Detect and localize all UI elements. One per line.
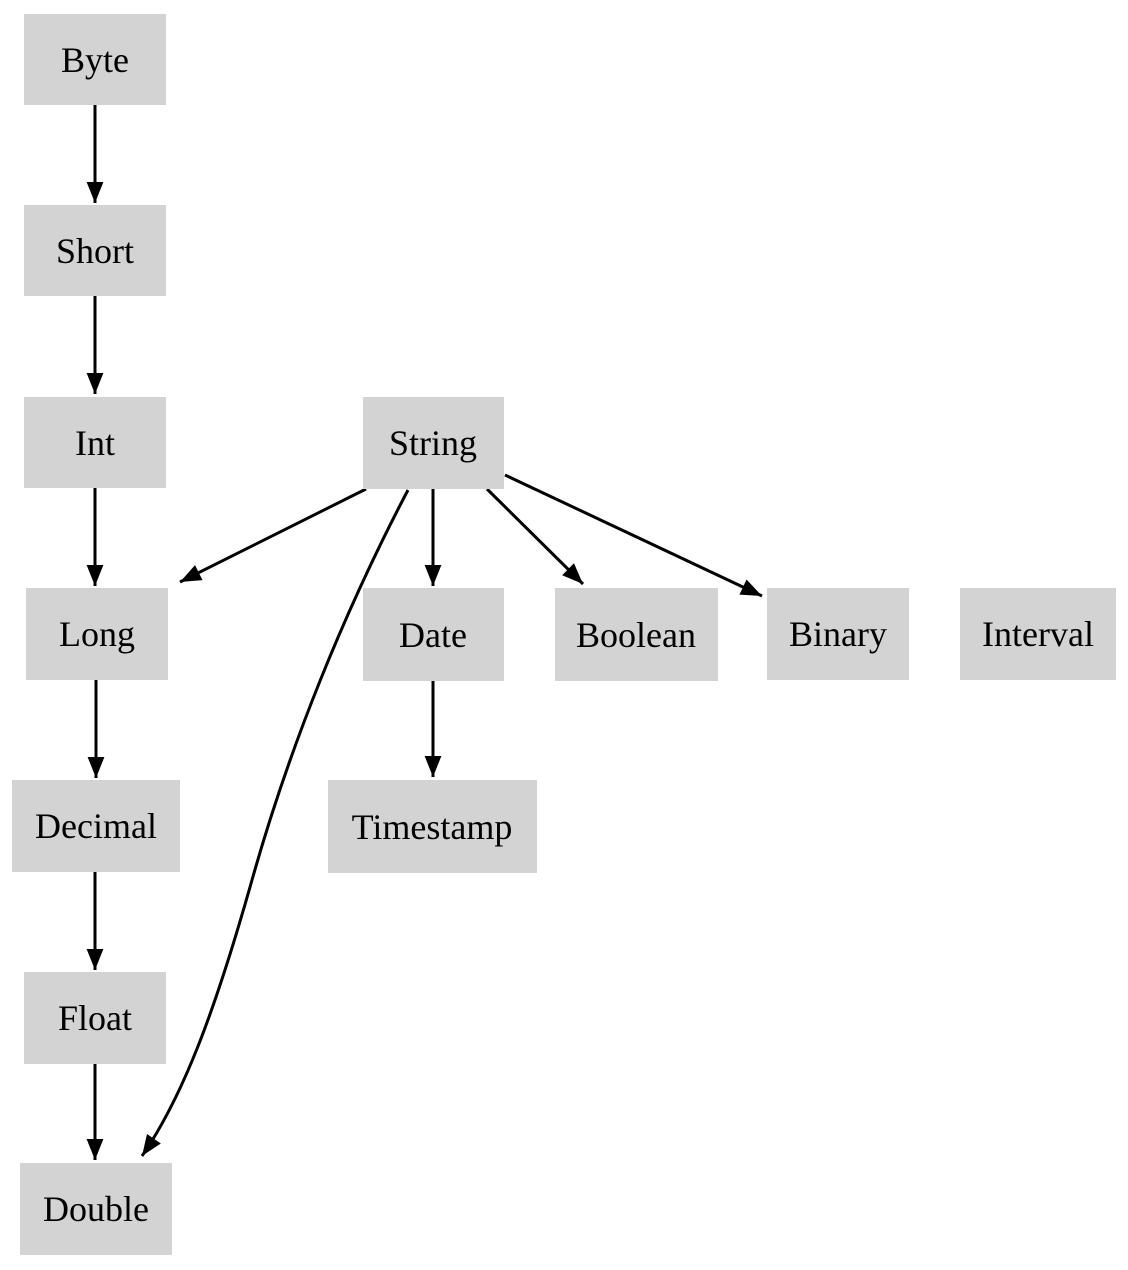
node-decimal-label: Decimal	[35, 806, 157, 846]
node-boolean-label: Boolean	[576, 615, 696, 655]
node-int-box	[24, 397, 166, 488]
node-decimal-box	[12, 780, 180, 872]
node-float: Float	[24, 972, 166, 1064]
node-binary-box	[767, 588, 909, 680]
node-byte: Byte	[24, 14, 166, 105]
node-timestamp-box	[328, 780, 537, 873]
node-int-label: Int	[75, 423, 115, 463]
node-string-box	[363, 397, 504, 489]
node-interval-box	[960, 588, 1116, 680]
node-timestamp-label: Timestamp	[352, 807, 513, 847]
node-double-label: Double	[43, 1189, 149, 1229]
node-long-box	[26, 588, 168, 680]
node-boolean-box	[555, 588, 718, 681]
node-short-box	[24, 205, 166, 296]
node-boolean: Boolean	[555, 588, 718, 681]
node-binary-label: Binary	[789, 614, 887, 654]
node-date-label: Date	[399, 615, 467, 655]
node-short-label: Short	[56, 231, 134, 271]
node-string-label: String	[389, 423, 477, 463]
node-date: Date	[363, 588, 504, 681]
node-int: Int	[24, 397, 166, 488]
node-decimal: Decimal	[12, 780, 180, 872]
node-date-box	[363, 588, 504, 681]
edge-string-binary	[504, 473, 763, 598]
node-long-label: Long	[59, 614, 135, 654]
edge-string-boolean	[485, 487, 585, 586]
node-string: String	[363, 397, 504, 489]
node-binary: Binary	[767, 588, 909, 680]
node-interval-label: Interval	[982, 614, 1094, 654]
edges	[86, 105, 763, 1160]
node-double: Double	[20, 1163, 172, 1255]
node-timestamp: Timestamp	[328, 780, 537, 873]
node-byte-label: Byte	[61, 40, 129, 80]
node-float-box	[24, 972, 166, 1064]
node-float-label: Float	[58, 998, 132, 1038]
edge-string-double	[140, 489, 410, 1157]
node-double-box	[20, 1163, 172, 1255]
node-byte-box	[24, 14, 166, 105]
node-short: Short	[24, 205, 166, 296]
edge-string-long	[179, 487, 367, 584]
node-interval: Interval	[960, 588, 1116, 680]
node-long: Long	[26, 588, 168, 680]
